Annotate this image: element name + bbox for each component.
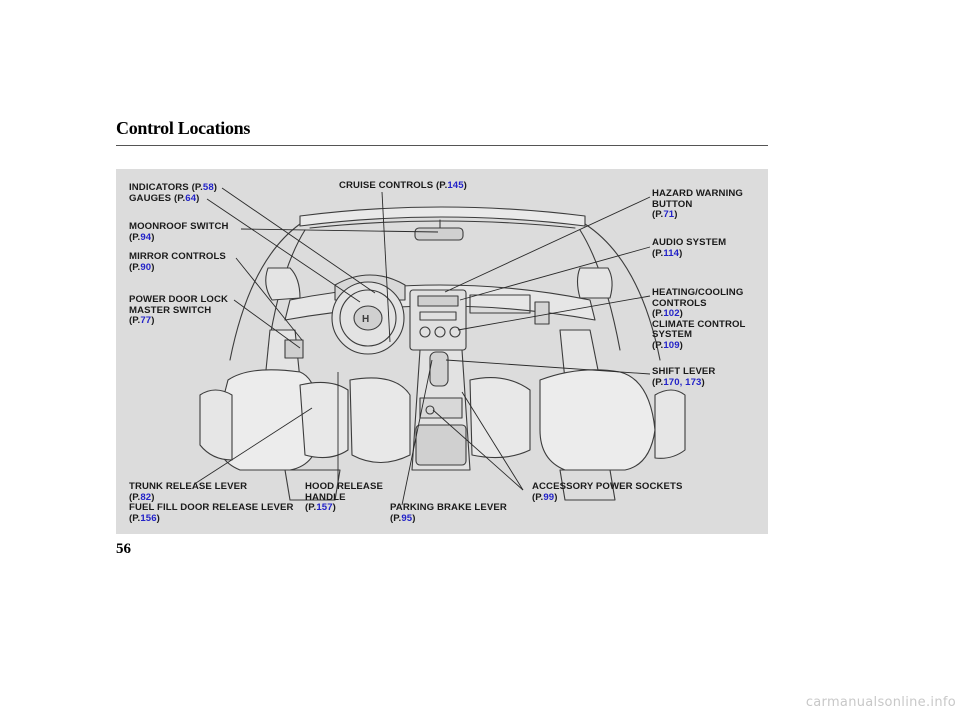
leader-accessory-2 [461,391,524,491]
label-heating-climate: HEATING/COOLING CONTROLS (P.102) CLIMATE… [652,287,746,351]
leader-power-door-lock [233,299,301,349]
leader-mirror [235,257,303,341]
link-gauges-page[interactable]: 64 [185,192,197,204]
title-divider [116,145,768,146]
label-accessory-power-sockets: ACCESSORY POWER SOCKETS (P.99) [532,481,683,503]
leader-shift [445,359,651,375]
link-audio-page[interactable]: 114 [663,247,680,259]
label-parking-brake: PARKING BRAKE LEVER (P.95) [390,502,507,524]
link-cruise-page[interactable]: 145 [447,180,464,191]
watermark: carmanualsonline.info [805,695,956,710]
leader-hazard [444,196,651,293]
link-shift-page-2[interactable]: 173 [685,376,702,388]
leader-heating [457,295,651,331]
label-mirror-controls: MIRROR CONTROLS (P.90) [129,251,226,273]
link-parking-page[interactable]: 95 [401,512,413,524]
link-power-door-lock-page[interactable]: 77 [140,315,152,327]
label-indicators-gauges: INDICATORS (P.58) GAUGES (P.64) [129,182,218,204]
leader-cruise [381,191,391,343]
link-hazard-page[interactable]: 71 [663,209,675,221]
link-heating-page[interactable]: 102 [663,308,680,320]
leader-parking [401,359,433,506]
leader-trunk [195,407,313,484]
page-title: Control Locations [116,118,251,138]
leader-accessory-1 [432,409,524,491]
link-hood-page[interactable]: 157 [316,502,333,514]
link-accessory-page[interactable]: 99 [543,491,555,503]
leader-indicators [221,187,376,294]
label-moonroof-switch: MOONROOF SWITCH (P.94) [129,221,229,243]
label-hood-release: HOOD RELEASE HANDLE (P.157) [305,481,383,514]
link-shift-page-1[interactable]: 170 [663,376,680,388]
label-power-door-lock: POWER DOOR LOCK MASTER SWITCH (P.77) [129,294,229,327]
link-climate-page[interactable]: 109 [663,339,680,351]
link-trunk-page[interactable]: 82 [140,491,152,503]
link-indicators-page[interactable]: 58 [202,182,214,193]
label-hazard-warning: HAZARD WARNING BUTTON (P.71) [652,188,743,221]
leader-gauges [206,198,361,303]
page-number: 56 [116,541,131,557]
label-cruise-controls: CRUISE CONTROLS (P.145) [339,180,467,191]
label-shift-lever: SHIFT LEVER (P.170, 173) [652,366,716,388]
label-trunk-fuel: TRUNK RELEASE LEVER (P.82) FUEL FILL DOO… [129,481,294,524]
link-moonroof-page[interactable]: 94 [140,231,152,243]
label-audio-system: AUDIO SYSTEM (P.114) [652,237,727,259]
leader-moonroof [240,228,439,233]
link-mirror-page[interactable]: 90 [140,261,152,273]
svg-text:H: H [362,314,369,325]
leader-audio [459,246,651,301]
link-fuel-page[interactable]: 156 [140,512,157,524]
